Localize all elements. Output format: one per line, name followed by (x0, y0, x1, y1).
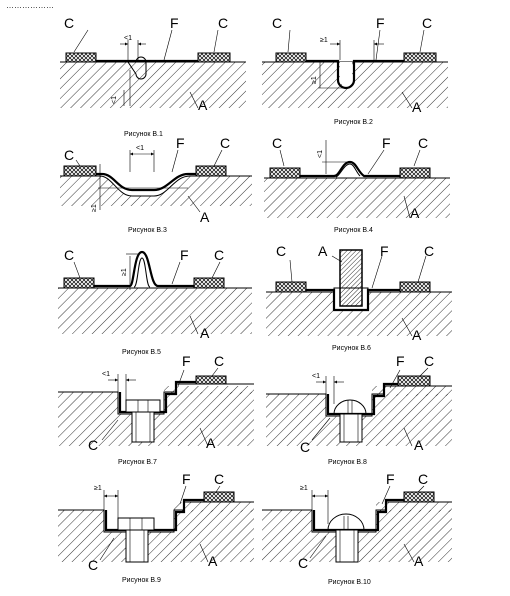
figure-b4-label-c-right: C (418, 135, 428, 151)
figure-b4-caption: Рисунок В.4 (334, 227, 373, 234)
figure-b6-label-f: F (380, 243, 389, 259)
figure-b6-label-a-top: A (318, 243, 328, 259)
figure-b10-caption: Рисунок В.10 (328, 579, 371, 586)
figure-b4: C F C A <1 Рисунок В.4 (264, 135, 450, 234)
figure-b7-dim-gap: <1 (102, 371, 110, 378)
figure-b9-label-c-bottom: C (88, 557, 98, 573)
figure-b6-label-c-left: C (276, 243, 286, 259)
figure-b4-label-c-left: C (272, 135, 282, 151)
figure-b7-label-c-bottom: C (88, 437, 98, 453)
figure-b6: C A F C A Рисунок В.6 (266, 243, 452, 352)
figure-b3-label-f: F (176, 135, 185, 151)
figure-b1-caption: Рисунок В.1 (124, 131, 163, 138)
figure-b8-label-c-bottom: C (300, 439, 310, 455)
figure-b8-label-a: A (414, 437, 424, 453)
figure-b10: C F C A ≥1 Рисунок В.10 (262, 471, 452, 586)
figure-b9: C F C A ≥1 Рисунок В.9 (58, 471, 254, 584)
figure-b4-dim-height: <1 (317, 150, 324, 158)
figure-b10-label-c-bottom: C (298, 555, 308, 571)
figure-b9-label-c-right: C (214, 471, 224, 487)
figure-b3-label-c-left: C (64, 147, 74, 163)
figure-b5-label-c-left: C (64, 247, 74, 263)
figure-b3-label-a: A (200, 209, 210, 225)
figure-b2-dim-width: ≥1 (320, 37, 328, 44)
figure-b2-label-f: F (376, 15, 385, 31)
figure-b3-caption: Рисунок В.3 (128, 227, 167, 234)
figure-b2-label-c-right: C (422, 15, 432, 31)
figure-b5-caption: Рисунок В.5 (122, 349, 161, 356)
figure-b9-label-f: F (182, 471, 191, 487)
figure-b8-dim-gap: <1 (312, 373, 320, 380)
header-fragment: ……………… (6, 1, 54, 10)
figure-b10-label-f: F (386, 471, 395, 487)
figure-b1: C F C A <1 <1 Рисунок В.1 (60, 15, 246, 138)
figure-b3-label-c-right: C (220, 135, 230, 151)
figure-b1-label-a: A (198, 97, 208, 113)
figure-b6-caption: Рисунок В.6 (332, 345, 371, 352)
figure-b2-caption: Рисунок В.2 (334, 119, 373, 126)
figure-b10-label-a: A (414, 553, 424, 569)
figure-b4-label-f: F (382, 135, 391, 151)
figure-b6-label-a: A (412, 327, 422, 343)
figure-b7-label-f: F (182, 353, 191, 369)
figure-b1-dim-depth: <1 (111, 96, 118, 104)
figure-b4-label-a: A (410, 205, 420, 221)
figure-b3-dim-depth: ≥1 (91, 204, 98, 212)
figure-b1-label-c-left: C (64, 15, 74, 31)
figure-b7-label-c-right: C (214, 353, 224, 369)
figure-b9-dim-gap: ≥1 (94, 485, 102, 492)
figure-b6-label-c-right: C (424, 243, 434, 259)
figure-b1-label-f: F (170, 15, 179, 31)
figure-b10-dim-gap: ≥1 (300, 485, 308, 492)
figure-b5: C F C A ≥1 Рисунок В.5 (58, 247, 252, 356)
figure-b7-caption: Рисунок В.7 (118, 459, 157, 466)
figure-b9-label-a: A (208, 553, 218, 569)
figure-b5-label-a: A (200, 325, 210, 341)
figure-b2-label-a: A (412, 99, 422, 115)
figure-b5-dim-height: ≥1 (121, 268, 128, 276)
figure-b8: C F C A <1 Рисунок В.8 (266, 353, 452, 466)
figure-b3: C F C A <1 ≥1 Рисунок В.3 (60, 135, 252, 234)
figure-b3-dim-width: <1 (136, 145, 144, 152)
figure-b1-label-c-right: C (218, 15, 228, 31)
figure-b2-dim-depth: ≥1 (311, 76, 318, 84)
figure-b8-label-c-right: C (424, 353, 434, 369)
figure-b5-label-f: F (180, 247, 189, 263)
figure-b8-caption: Рисунок В.8 (328, 459, 367, 466)
figure-b2-label-c-left: C (272, 15, 282, 31)
figure-b5-label-c-right: C (214, 247, 224, 263)
figure-b7-label-a: A (206, 435, 216, 451)
figure-b8-label-f: F (396, 353, 405, 369)
figure-b1-dim-gap: <1 (124, 35, 132, 42)
figure-b2: C F C A ≥1 ≥1 Рисунок В.2 (262, 15, 448, 126)
figure-b7: C F C A <1 Рисунок В.7 (58, 353, 254, 466)
figure-b9-caption: Рисунок В.9 (122, 577, 161, 584)
figure-b10-label-c-right: C (418, 471, 428, 487)
